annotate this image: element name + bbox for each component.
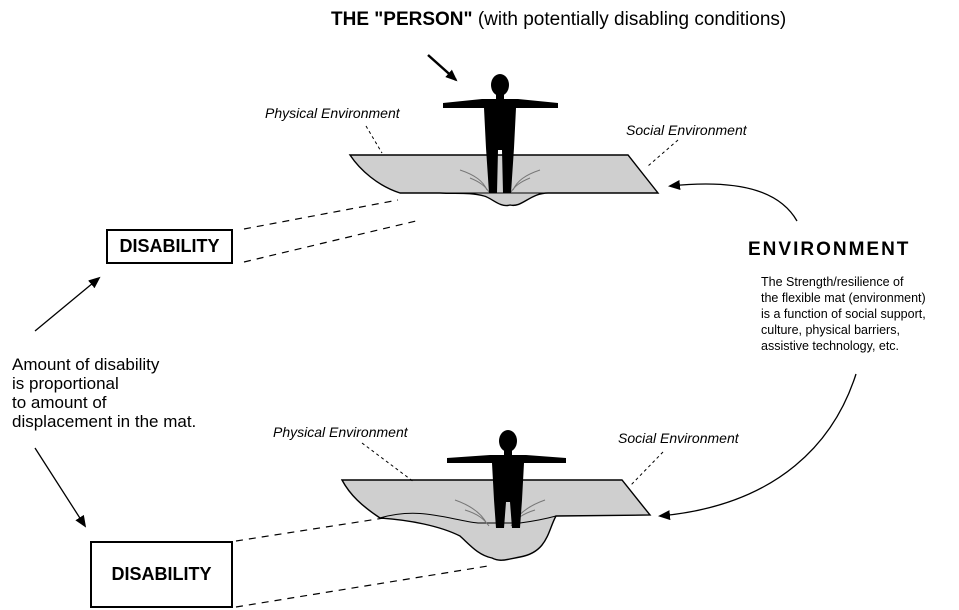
title-bold: THE "PERSON" [331, 9, 473, 30]
top-mat-stress-lines [459, 169, 541, 193]
environment-heading: ENVIRONMENT [748, 239, 911, 260]
proportional-note: Amount of disability is proportional to … [12, 355, 197, 431]
person-figure-bottom [447, 430, 566, 528]
bottom-physical-environment-label: Physical Environment [273, 424, 408, 440]
bottom-social-environment-label: Social Environment [618, 430, 739, 446]
disability-box-bottom: DISABILITY [90, 541, 233, 608]
person-figure-top [443, 74, 558, 193]
disability-box-top: DISABILITY [106, 229, 233, 264]
disability-top-label: DISABILITY [119, 236, 220, 256]
diagram-title: THE "PERSON" (with potentially disabling… [331, 10, 786, 29]
top-physical-environment-label: Physical Environment [265, 105, 400, 121]
disability-bottom-label: DISABILITY [111, 564, 212, 584]
environment-description: The Strength/resilience of the flexible … [761, 275, 926, 353]
title-rest: (with potentially disabling conditions) [472, 9, 787, 30]
top-social-environment-label: Social Environment [626, 122, 747, 138]
